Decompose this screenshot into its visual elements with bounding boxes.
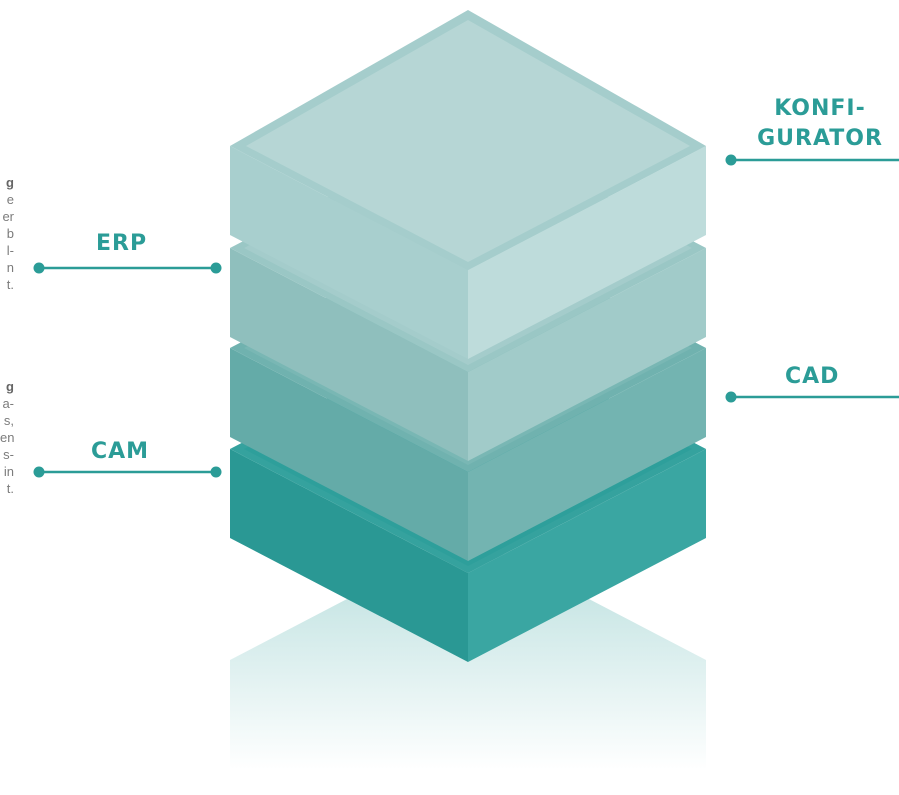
cut-text-line: er [0,208,14,225]
cut-text-line: t. [0,276,14,293]
connector-erp [34,263,222,274]
cut-text-line: b [0,225,14,242]
cut-text-line: l- [0,242,14,259]
cut-text-line: g [0,174,14,191]
cut-off-text-block-2: g a- s, en s- in t. [0,378,14,497]
label-cad: CAD [785,362,839,392]
connector-cad [726,392,899,403]
connector-cam [34,467,222,478]
cut-text-line: en [0,429,14,446]
cut-text-line: t. [0,480,14,497]
label-konfigurator-line1: KONFI- [745,94,895,124]
cut-text-line: a- [0,395,14,412]
cut-text-line: e [0,191,14,208]
label-konfigurator-line2: GURATOR [745,124,895,154]
connector-konfigurator [726,155,899,166]
label-cam: CAM [91,437,149,467]
cut-off-text-block-1: g e er b l- n t. [0,174,14,293]
cut-text-line: n [0,259,14,276]
cut-text-line: in [0,463,14,480]
cut-text-line: s, [0,412,14,429]
label-erp: ERP [96,229,147,259]
cut-text-line: s- [0,446,14,463]
label-konfigurator: KONFI- GURATOR [745,94,895,154]
cut-text-line: g [0,378,14,395]
